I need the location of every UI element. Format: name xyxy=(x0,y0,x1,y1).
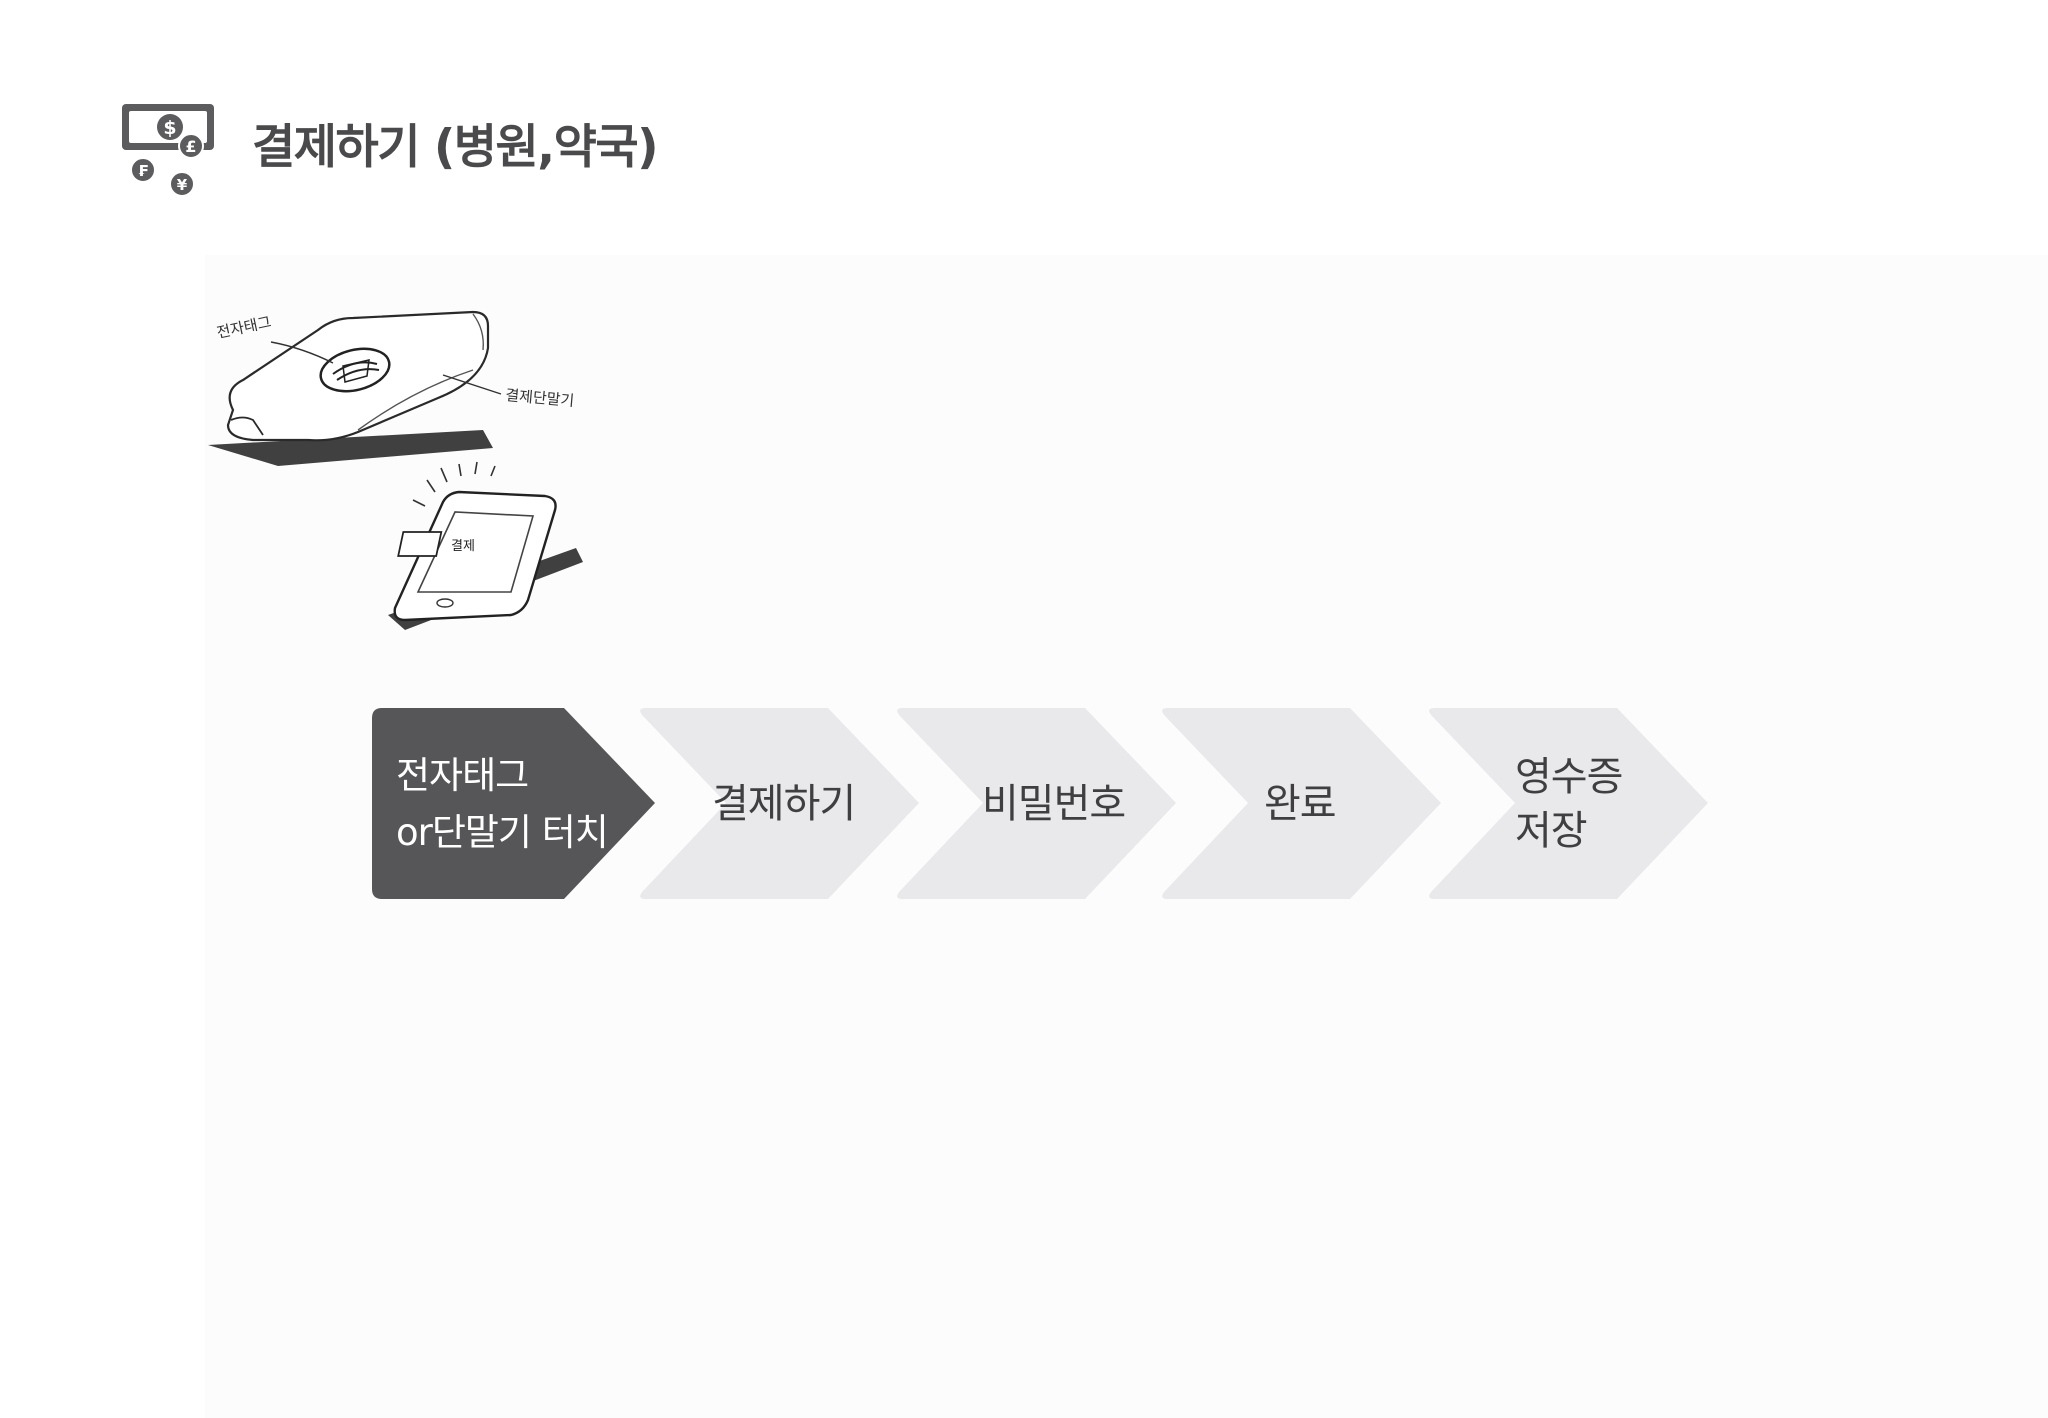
flow-step-1: 전자태그 or단말기 터치 xyxy=(372,708,655,899)
flow-step-1-label: 전자태그 or단말기 터치 xyxy=(396,708,608,899)
flow-step-4-line-1: 완료 xyxy=(1264,777,1336,831)
flow-step-5-line-2: 저장 xyxy=(1515,804,1622,858)
flow-step-1-line-1: 전자태그 xyxy=(396,747,608,804)
flow-step-2-line-1: 결제하기 xyxy=(712,777,855,831)
flow-step-4: 완료 xyxy=(1158,708,1441,899)
phone-screen-label: 결제 xyxy=(451,539,475,554)
page-title: 결제하기 (병원,약국) xyxy=(252,108,657,177)
flow-step-5: 영수증 저장 xyxy=(1425,708,1708,899)
yen-symbol: ¥ xyxy=(177,176,188,194)
money-currency-icon: $ £ ₣ ¥ xyxy=(118,100,224,200)
flow-step-1-line-2: or단말기 터치 xyxy=(396,804,608,861)
flow-step-3-label: 비밀번호 xyxy=(982,708,1125,899)
flow-step-5-line-1: 영수증 xyxy=(1515,750,1622,804)
tag-callout-label: 전자태그 xyxy=(215,313,273,342)
flow-step-4-label: 완료 xyxy=(1264,708,1336,899)
payment-sketch-illustration: 전자태그 결제단말기 결제 xyxy=(183,270,613,670)
flow-step-2-label: 결제하기 xyxy=(712,708,855,899)
flow-step-2: 결제하기 xyxy=(636,708,919,899)
dollar-symbol: $ xyxy=(163,117,176,139)
terminal-callout-label: 결제단말기 xyxy=(505,386,575,410)
franc-symbol: ₣ xyxy=(138,162,148,180)
flow-step-5-label: 영수증 저장 xyxy=(1515,708,1622,899)
pound-symbol: £ xyxy=(185,137,196,156)
flow-step-3-line-1: 비밀번호 xyxy=(982,777,1125,831)
flow-step-3: 비밀번호 xyxy=(893,708,1176,899)
